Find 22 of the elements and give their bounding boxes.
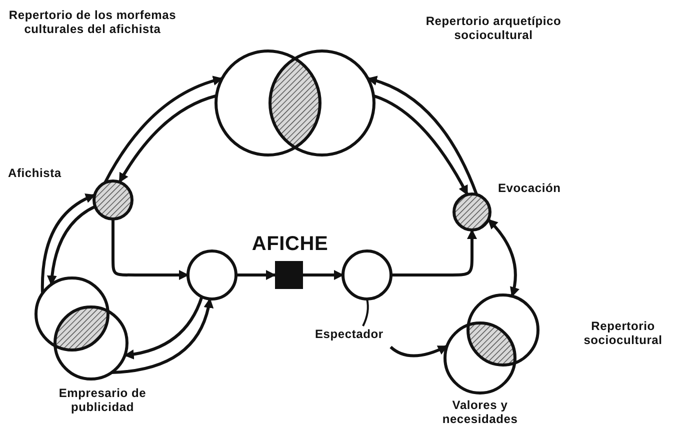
arrow [112,298,214,374]
arrow [104,76,224,184]
arrow [303,270,344,280]
node-label: Repertorio arquetípico sociocultural [424,14,562,43]
arrow [372,94,469,196]
arrow [366,76,478,196]
arrow [118,94,217,183]
arrow [236,270,276,280]
node-label: Valores y necesidades [441,398,519,427]
node-label: Repertorio sociocultural [582,319,664,348]
node-label: Evocación [498,181,562,196]
node-label: Repertorio de los morfemas culturales del afichista [8,8,178,37]
heading: AFICHE [250,232,330,256]
node-label: Afichista [8,166,62,180]
arrow [47,205,96,286]
node-label: Espectador [315,327,384,342]
node-label: Empresario de publicidad [58,386,148,415]
arrow [124,296,204,360]
arrow [390,344,448,358]
arrow [391,229,477,276]
arrow [487,218,520,298]
arrow [112,219,189,280]
